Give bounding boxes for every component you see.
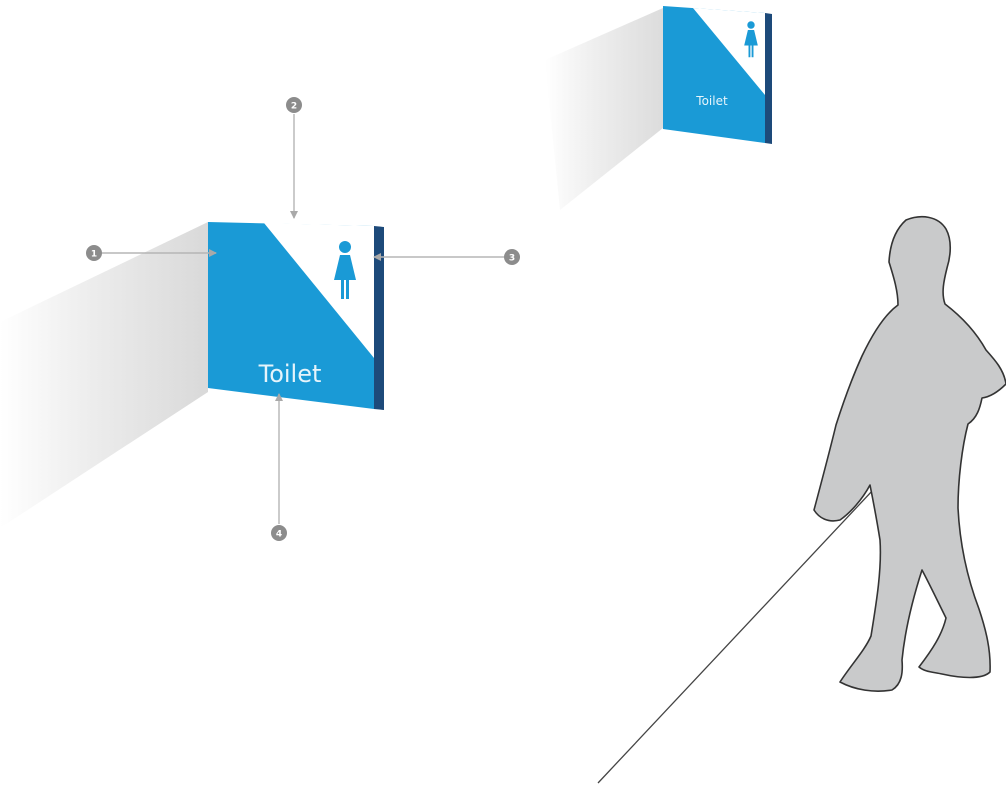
white-cane [598, 490, 873, 783]
main-sign-group: Toilet [0, 222, 384, 528]
callout-4: 4 [271, 394, 287, 541]
callout-4-number: 4 [276, 530, 282, 540]
callout-3: 3 [374, 249, 520, 265]
main-sign-edge [374, 226, 384, 410]
walking-person-figure [598, 217, 1006, 783]
distant-sign-group: Toilet [545, 6, 772, 210]
distant-sign-edge [765, 13, 772, 144]
callout-3-number: 3 [509, 254, 515, 264]
callout-2-number: 2 [291, 102, 297, 112]
main-sign-label: Toilet [258, 360, 322, 388]
distant-wall-shadow [545, 8, 663, 210]
person-silhouette [814, 217, 1006, 691]
callout-1-number: 1 [91, 250, 97, 260]
main-wall-shadow [0, 222, 208, 528]
callout-2: 2 [286, 97, 302, 218]
distant-sign-label: Toilet [695, 94, 728, 108]
